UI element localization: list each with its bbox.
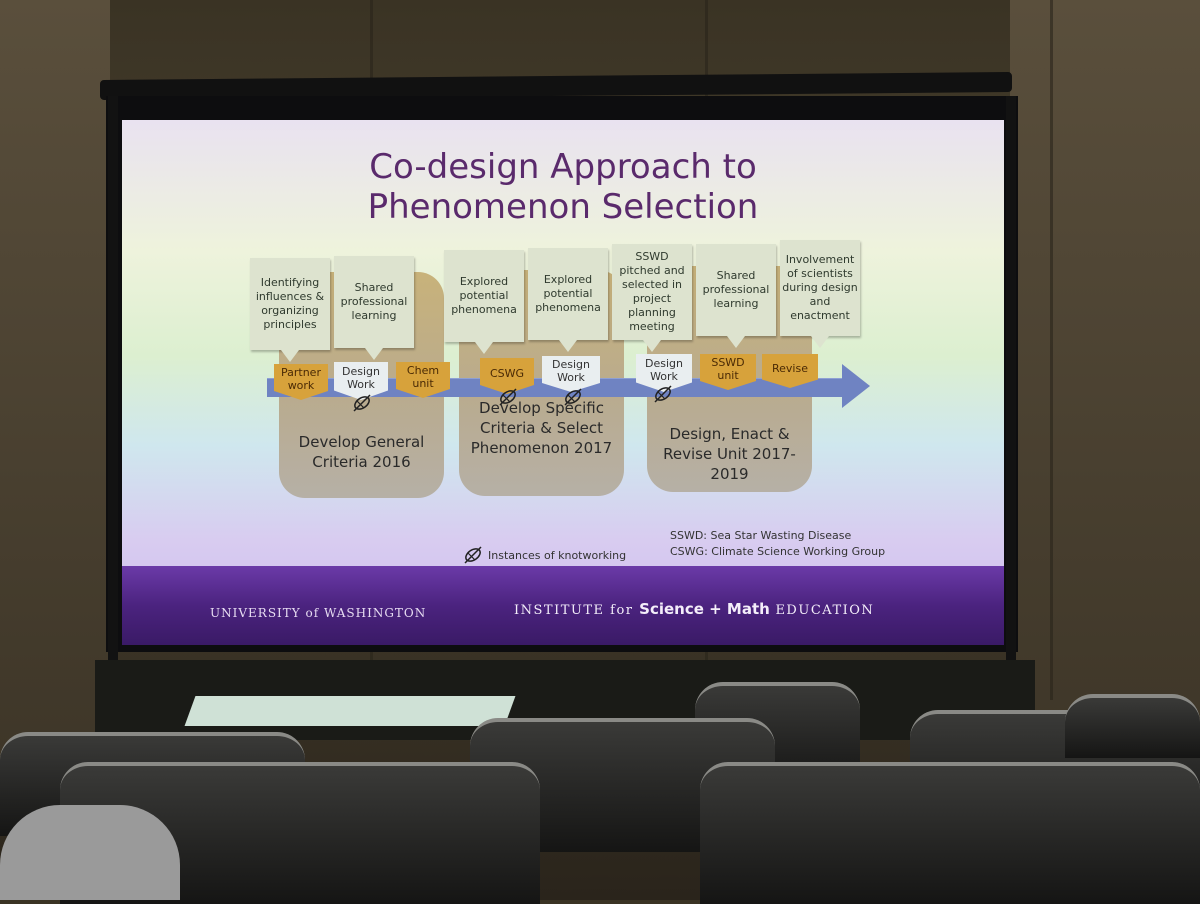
screen-leg-right: [1006, 96, 1016, 666]
chair: [1065, 694, 1200, 758]
legend-label: Instances of knotworking: [488, 549, 627, 562]
phase-label: Develop Specific Criteria & Select Pheno…: [470, 399, 613, 457]
callout: SSWD pitched and selected in project pla…: [612, 244, 692, 352]
abbreviation-sswd: SSWD: Sea Star Wasting Disease: [670, 529, 852, 542]
presentation-slide: Co-design Approach to Phenomenon Selecti…: [122, 120, 1004, 645]
callout: Explored potential phenomena: [444, 250, 524, 354]
tag-chem-unit: Chem unit: [396, 362, 450, 398]
screen-leg-left: [108, 96, 118, 666]
foreground-object: [0, 805, 180, 900]
slide-footer: UNIVERSITY of WASHINGTON INSTITUTE for S…: [122, 566, 1004, 645]
tag-cswg: CSWG: [480, 358, 534, 394]
institute-main: Science + Math: [639, 600, 770, 618]
knotworking-icon: [564, 388, 582, 406]
callout: Identifying influences & organizing prin…: [250, 258, 330, 362]
tag-partner-work: Partner work: [274, 364, 328, 400]
tag-design-work: Design Work: [334, 362, 388, 400]
stage-table: [184, 696, 516, 726]
wall-left: [0, 0, 110, 760]
tag-design-work: Design Work: [542, 356, 600, 392]
tag-design-work: Design Work: [636, 354, 692, 392]
chair: [700, 762, 1200, 904]
abbreviation-cswg: CSWG: Climate Science Working Group: [670, 545, 886, 558]
timeline-arrow-head: [842, 364, 870, 408]
knotworking-icon: [353, 394, 371, 412]
institute-suffix: EDUCATION: [769, 603, 875, 618]
institute-logo-text: INSTITUTE for Science + Math EDUCATION: [514, 600, 874, 618]
university-logo-text: UNIVERSITY of WASHINGTON: [210, 606, 427, 620]
knotworking-icon: [464, 546, 482, 564]
knotworking-icon: [499, 388, 517, 406]
knotworking-icon: [654, 385, 672, 403]
slide-title-line2: Phenomenon Selection: [367, 187, 759, 227]
phase-label: Develop General Criteria 2016: [298, 433, 425, 471]
callout: Involvement of scientists during design …: [780, 240, 860, 348]
slide-title-line1: Co-design Approach to: [369, 147, 757, 187]
institute-prefix: INSTITUTE for: [514, 603, 640, 618]
callout: Shared professional learning: [334, 256, 414, 360]
phase-label: Design, Enact & Revise Unit 2017-2019: [663, 425, 796, 483]
callout: Explored potential phenomena: [528, 248, 608, 352]
wall-right: [1010, 0, 1200, 760]
callout: Shared professional learning: [696, 244, 776, 348]
wall-seam: [1050, 0, 1053, 700]
